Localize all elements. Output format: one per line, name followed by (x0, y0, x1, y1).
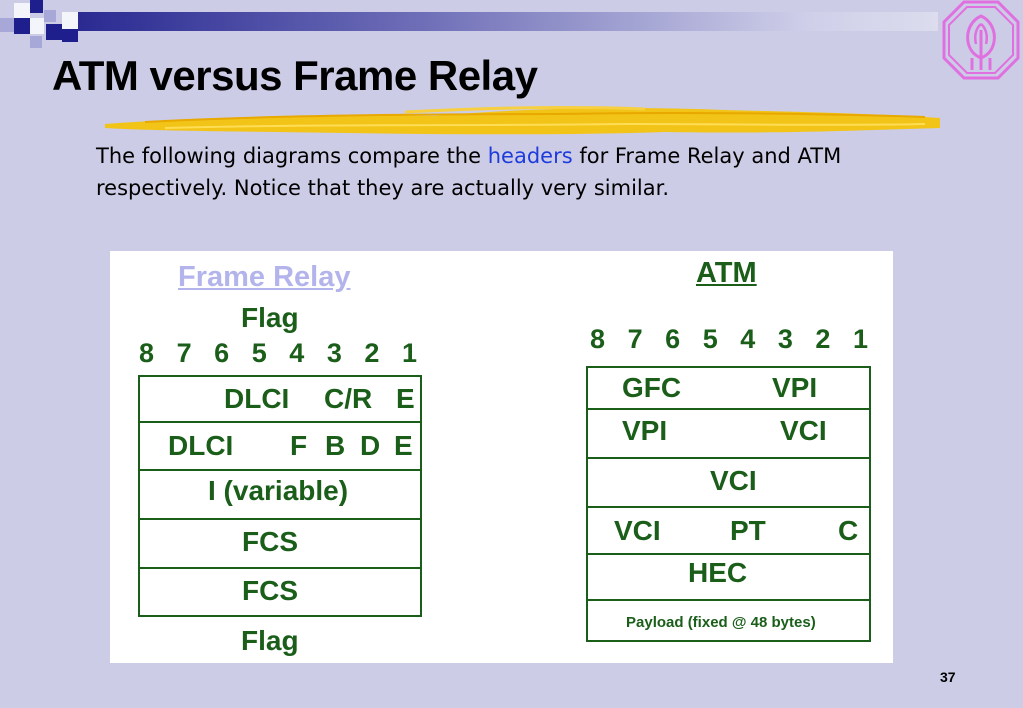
frame-relay-row: I (variable) (140, 471, 420, 520)
bit-number: 6 (665, 324, 681, 354)
decor-square (62, 29, 78, 42)
decor-square (30, 0, 43, 13)
field-payload: Payload (fixed @ 48 bytes) (626, 614, 816, 631)
intro-text: The following diagrams compare the (96, 144, 488, 168)
decor-square (14, 3, 30, 19)
bit-number: 6 (214, 338, 230, 368)
title-underline-brush (105, 106, 940, 135)
field-vci: VCI (614, 515, 661, 546)
field-vpi: VPI (622, 415, 668, 446)
frame-relay-header-table: DLCI C/R E DLCI F B D E I (variable) FCS… (138, 375, 422, 617)
field-vci: VCI (710, 465, 757, 496)
field-e: E (396, 383, 415, 414)
atm-row: GFC VPI (588, 368, 869, 410)
bit-number: 1 (401, 338, 417, 368)
header-gradient-bar (78, 12, 938, 31)
intro-text-end: for Frame Relay and ATM respectively. No… (96, 144, 842, 200)
atm-header-table: GFC VPI VPI VCI VCI VCI PT C HEC Payload… (586, 366, 871, 642)
frame-relay-row: FCS (140, 569, 420, 615)
bit-number: 3 (326, 338, 342, 368)
field-vpi: VPI (772, 372, 818, 403)
field-dlci: DLCI (168, 430, 234, 461)
field-hec: HEC (688, 557, 748, 588)
field-e: E (394, 430, 413, 461)
frame-relay-row: DLCI C/R E (140, 377, 420, 423)
decor-square (30, 18, 44, 34)
field-information: I (variable) (208, 475, 349, 506)
decor-square (62, 12, 78, 29)
bit-number: 4 (740, 324, 756, 354)
decor-square (14, 18, 30, 34)
bit-number: 7 (627, 324, 643, 354)
bit-number: 5 (702, 324, 718, 354)
bit-number: 7 (176, 338, 192, 368)
field-dlci: DLCI (224, 383, 290, 414)
bit-number: 5 (251, 338, 267, 368)
decor-square (30, 36, 42, 48)
atm-row: VCI (588, 459, 869, 508)
frame-relay-row: FCS (140, 520, 420, 569)
field-f: F (290, 430, 308, 461)
page-number: 37 (940, 669, 956, 685)
atm-row: HEC (588, 555, 869, 601)
atm-title: ATM (696, 257, 757, 289)
decor-square (0, 18, 14, 32)
field-vci: VCI (780, 415, 827, 446)
atm-row: Payload (fixed @ 48 bytes) (588, 601, 869, 640)
intro-paragraph: The following diagrams compare the heade… (96, 140, 936, 204)
frame-relay-title: Frame Relay (178, 261, 351, 293)
decor-square (46, 24, 62, 40)
frame-relay-flag-bottom: Flag (241, 625, 299, 656)
atm-row: VCI PT C (588, 508, 869, 555)
slide-title: ATM versus Frame Relay (52, 52, 538, 99)
frame-relay-row: DLCI F B D E (140, 423, 420, 471)
bit-number: 4 (289, 338, 305, 368)
frame-relay-bit-numbers: 8 7 6 5 4 3 2 1 (139, 338, 417, 369)
university-logo-icon (942, 0, 1020, 80)
field-c: C (838, 515, 859, 546)
field-fcs: FCS (242, 526, 298, 557)
bit-number: 1 (852, 324, 868, 354)
field-cr: C/R (324, 383, 373, 414)
bit-number: 2 (815, 324, 831, 354)
bit-number: 3 (777, 324, 793, 354)
atm-row: VPI VCI (588, 410, 869, 459)
bit-number: 8 (139, 338, 155, 368)
bit-number: 8 (590, 324, 606, 354)
decor-square (44, 10, 56, 22)
intro-keyword-headers: headers (487, 144, 573, 168)
field-pt: PT (730, 515, 766, 546)
field-d: D (360, 430, 381, 461)
frame-relay-flag-top: Flag (241, 302, 299, 333)
field-b: B (325, 430, 346, 461)
field-fcs: FCS (242, 575, 298, 606)
bit-number: 2 (364, 338, 380, 368)
atm-bit-numbers: 8 7 6 5 4 3 2 1 (590, 324, 868, 355)
header-diagram-panel: Frame Relay Flag 8 7 6 5 4 3 2 1 DLCI C/… (110, 251, 893, 663)
field-gfc: GFC (622, 372, 682, 403)
